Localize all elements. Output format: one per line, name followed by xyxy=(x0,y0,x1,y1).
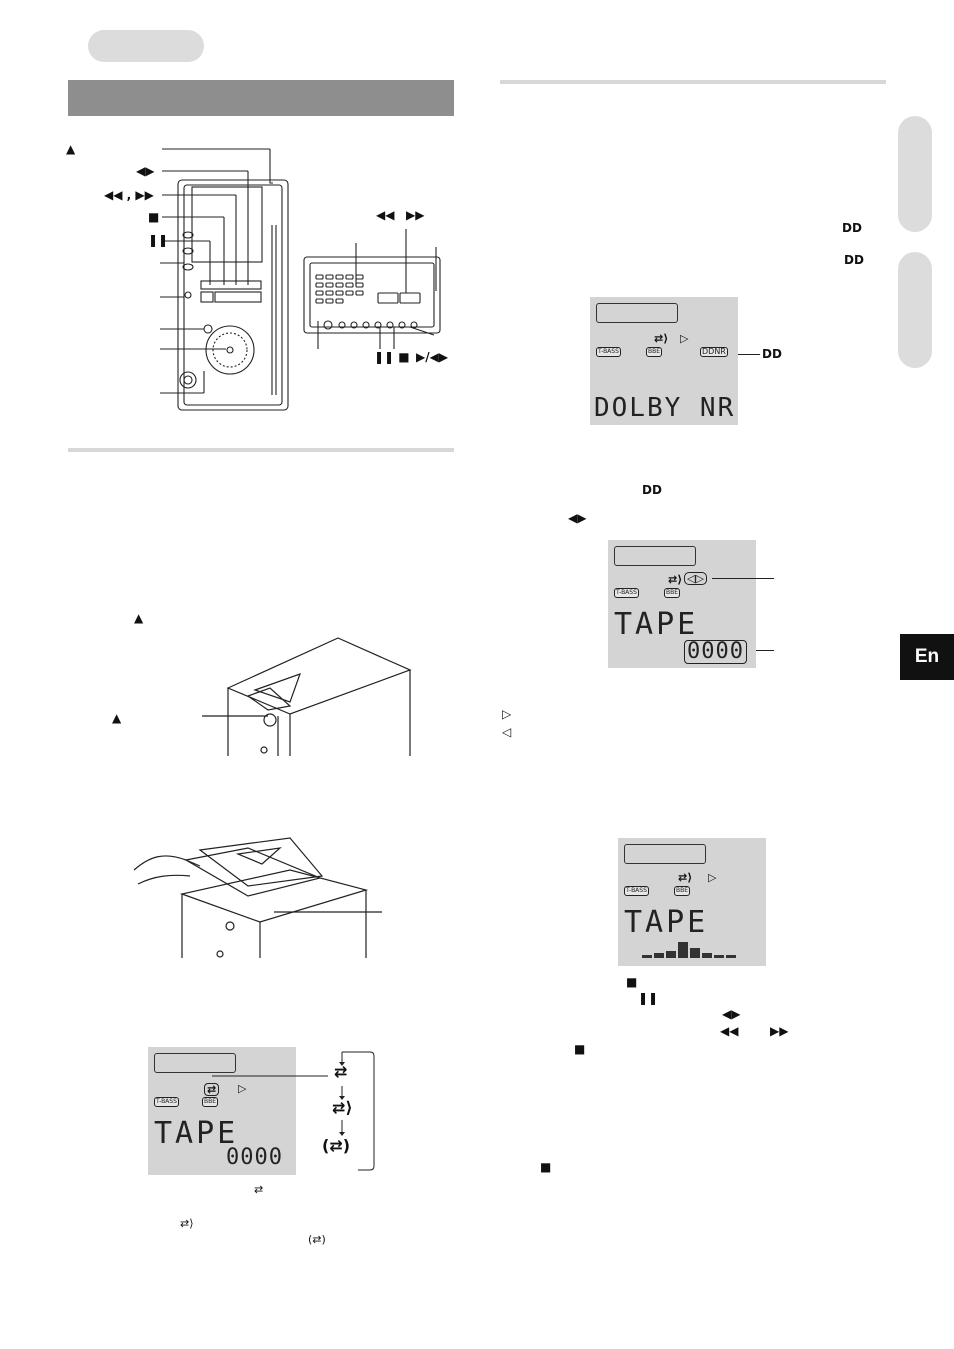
tape-counter: 0000 xyxy=(684,640,747,664)
callout-line-1 xyxy=(712,578,774,579)
op-stop-icon: ■ xyxy=(540,1160,552,1174)
step-dolby-icon: DD xyxy=(642,483,662,497)
play-reverse-icon: ◀▶ xyxy=(136,164,155,178)
two-way-mode-icon: ⇄⟩ xyxy=(668,573,683,586)
remote-play-direction-icon: ▶/◀▶ xyxy=(416,350,449,364)
lcd-source-box xyxy=(154,1053,236,1073)
side-tab-upper xyxy=(898,116,932,232)
cassette-lid-illustration xyxy=(202,637,412,756)
play-reverse-outline-icon: ◁ xyxy=(502,725,512,739)
op-stop-icon: ■ xyxy=(626,975,638,989)
lcd-display-tape-counter: ⇄ ▷ T-BASS BBE TAPE 0000 xyxy=(148,1047,296,1175)
dolby-callout-line xyxy=(738,354,760,355)
dolby-callout-icon: DD xyxy=(762,347,782,361)
tbass-indicator: T-BASS xyxy=(596,347,621,357)
section-header-bar xyxy=(68,80,454,116)
rewind-fast-forward-icon: ◀◀ , ▶▶ xyxy=(104,188,154,202)
lcd-display-dolby: ⇄⟩ ▷ T-BASS BBE DDNR DOLBY NR xyxy=(590,297,738,425)
lcd-display-tape: ⇄⟩ ◁▷ T-BASS BBE TAPE 0000 xyxy=(608,540,756,668)
bbe-indicator: BBE xyxy=(202,1097,219,1107)
two-way-mode-icon: ⇄⟩ xyxy=(678,871,693,884)
lcd-main-text: DOLBY NR xyxy=(594,393,736,423)
bbe-indicator: BBE xyxy=(674,886,691,896)
mode-seq-relay-icon: (⇄) xyxy=(322,1136,351,1155)
bbe-indicator: BBE xyxy=(646,347,663,357)
main-unit-illustration xyxy=(160,148,441,411)
step-play-icon: ◀▶ xyxy=(568,511,587,525)
cassette-lid-diagram: ▲ xyxy=(100,630,430,760)
op-play-icon: ◀▶ xyxy=(722,1007,741,1021)
play-direction-indicator: ◁▷ xyxy=(684,572,707,585)
lcd-main-text: TAPE xyxy=(154,1116,239,1151)
lcd-display-level: ⇄⟩ ▷ T-BASS BBE TAPE xyxy=(618,838,766,966)
note-two-way-icon: ⇄⟩ xyxy=(180,1217,194,1230)
dolby-nr-indicator: DDNR xyxy=(700,347,728,357)
cassette-insert-illustration xyxy=(133,837,382,958)
level-meter xyxy=(642,942,736,958)
lcd-main-text: TAPE xyxy=(624,905,709,940)
pause-icon: ❚❚ xyxy=(148,233,169,247)
section-pill xyxy=(88,30,204,62)
note-one-way-icon: ⇄ xyxy=(254,1183,264,1196)
stop-icon: ■ xyxy=(148,210,160,224)
lcd-source-box xyxy=(596,303,678,323)
mode-seq-two-way-icon: ⇄⟩ xyxy=(332,1098,353,1117)
op-rewind-icon: ◀◀ xyxy=(720,1024,739,1038)
remote-ff-icon: ▶▶ xyxy=(406,208,425,222)
bbe-indicator: BBE xyxy=(664,588,681,598)
dolby-icon: DD xyxy=(844,253,864,267)
eject-icon: ▲ xyxy=(66,142,76,156)
tbass-indicator: T-BASS xyxy=(614,588,639,598)
remote-pause-stop-icon: ❚❚ ■ xyxy=(374,350,410,364)
cassette-insert-diagram xyxy=(130,830,410,962)
op-fast-forward-icon: ▶▶ xyxy=(770,1024,789,1038)
lcd-main-text: TAPE xyxy=(614,607,699,642)
tbass-indicator: T-BASS xyxy=(624,886,649,896)
op-pause-icon: ❚❚ xyxy=(638,991,659,1005)
mode-seq-one-way-icon: ⇄ xyxy=(334,1062,348,1081)
eject-callout-icon: ▲ xyxy=(112,711,122,725)
one-way-mode-icon: ⇄ xyxy=(204,1083,220,1096)
play-forward-outline-icon: ▷ xyxy=(502,707,512,721)
step-eject-icon: ▲ xyxy=(134,611,144,625)
play-forward-outline-icon: ▷ xyxy=(680,332,689,345)
lcd-source-box xyxy=(614,546,696,566)
play-forward-outline-icon: ▷ xyxy=(708,871,717,884)
note-relay-icon: (⇄) xyxy=(308,1233,326,1246)
play-forward-outline-icon: ▷ xyxy=(238,1082,247,1095)
lcd-source-box xyxy=(624,844,706,864)
mode-sequence-diagram xyxy=(212,1051,375,1171)
main-unit-diagram: ▲ ◀▶ ◀◀ , ▶▶ ■ ❚❚ ◀◀ ▶▶ ❚❚ ■ ▶/◀▶ xyxy=(60,135,460,435)
two-way-mode-icon: ⇄⟩ xyxy=(654,332,669,345)
side-tab-lower xyxy=(898,252,932,368)
remote-rewind-ff-icon: ◀◀ xyxy=(376,208,395,222)
callout-line-2 xyxy=(756,650,774,651)
op-stop-icon: ■ xyxy=(574,1042,586,1056)
right-top-rule xyxy=(500,80,886,84)
tbass-indicator: T-BASS xyxy=(154,1097,179,1107)
en-language-label: En xyxy=(914,646,940,667)
dolby-icon: DD xyxy=(842,221,862,235)
tape-counter: 0000 xyxy=(226,1145,283,1170)
left-section-rule xyxy=(68,448,454,452)
en-language-tab[interactable]: En xyxy=(900,634,954,680)
